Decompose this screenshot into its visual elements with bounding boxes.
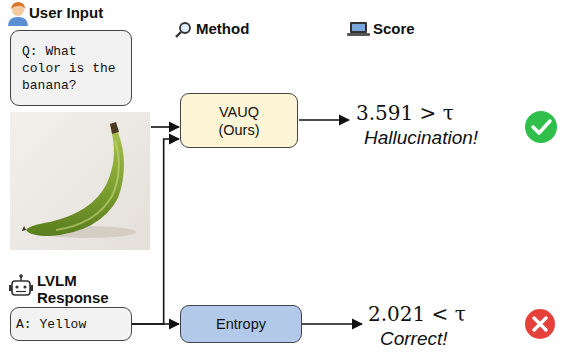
user-icon xyxy=(8,2,28,26)
banana-image xyxy=(10,112,150,250)
robot-icon xyxy=(9,274,33,295)
verdict-text: Correct! xyxy=(380,328,448,350)
magnifier-icon xyxy=(176,23,190,37)
verdict-text: Hallucination! xyxy=(364,127,478,149)
check-icon xyxy=(525,111,557,143)
score-arrow xyxy=(299,323,362,325)
method-name: Entropy xyxy=(186,315,296,333)
column-heading: Score xyxy=(373,20,415,37)
cross-icon xyxy=(525,309,555,339)
connector-arrow xyxy=(132,323,179,325)
column-heading: Method xyxy=(196,20,249,37)
response-box: LVLM ResponseA: Yellow xyxy=(10,307,132,341)
score-arrow xyxy=(299,119,349,121)
input-box: User InputQ: What color is the banana? xyxy=(10,30,132,106)
score-value: 3.591 > τ xyxy=(356,101,454,125)
method-name: VAUQ (Ours) xyxy=(209,103,269,139)
connector-arrow xyxy=(132,139,179,324)
section-heading: User Input xyxy=(29,4,149,21)
method-box: VAUQ (Ours) xyxy=(180,93,298,148)
laptop-icon xyxy=(347,22,370,36)
section-heading: LVLM Response xyxy=(37,272,117,306)
dialog-text: A: Yellow xyxy=(16,316,126,333)
image-arrow xyxy=(151,126,179,128)
method-box: Entropy xyxy=(180,305,302,343)
score-value: 2.021 < τ xyxy=(368,302,466,326)
dialog-text: Q: What color is the banana? xyxy=(22,43,120,94)
